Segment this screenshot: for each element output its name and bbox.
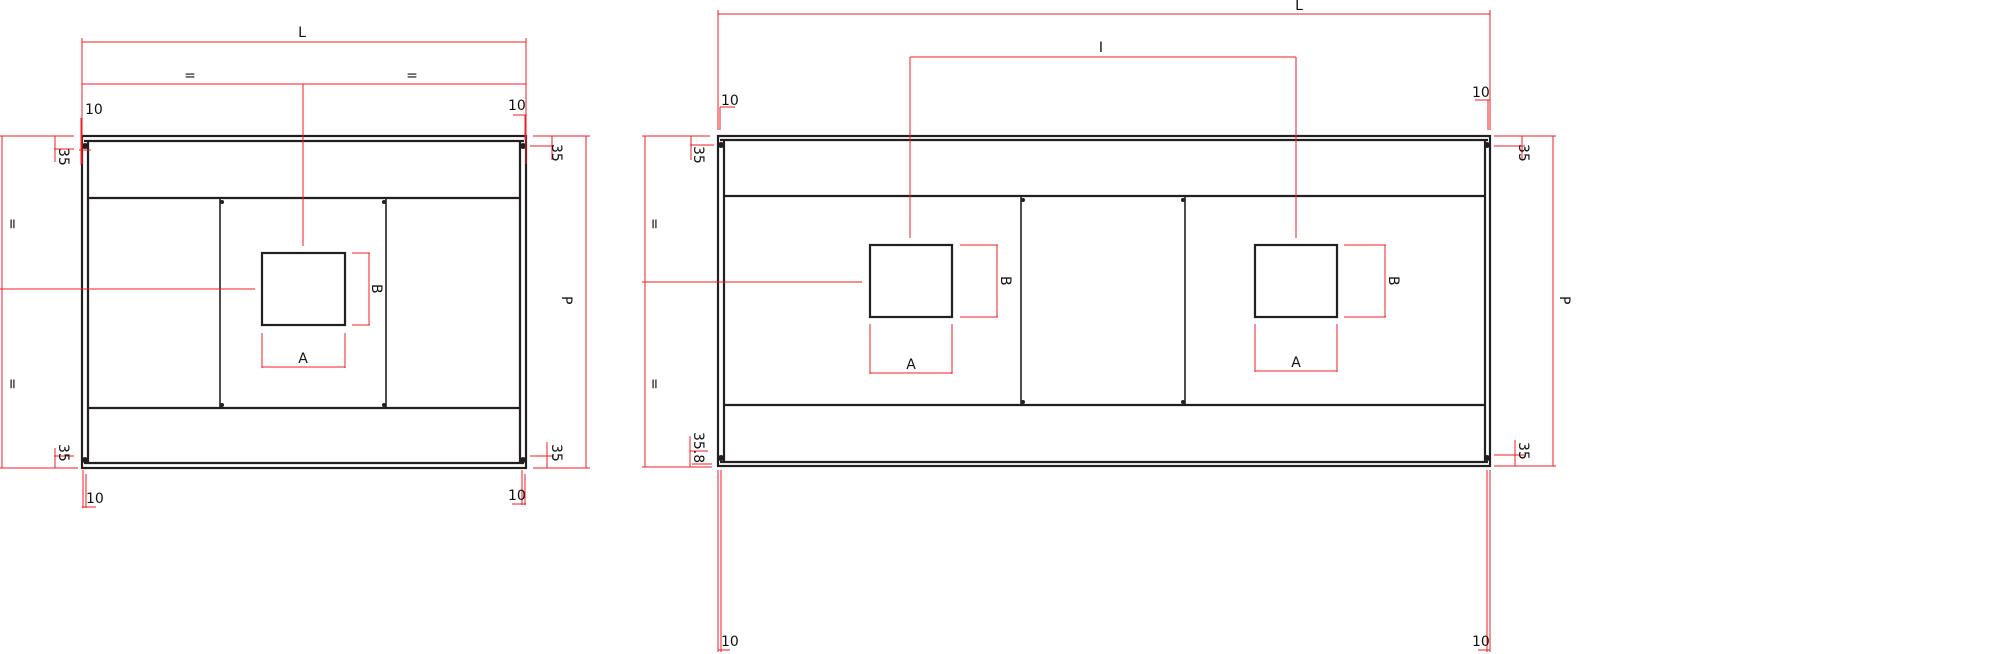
right-outer-frame [716, 134, 1492, 468]
dim-rail-label: 35 [1515, 442, 1531, 460]
left-outer-frame [80, 134, 528, 470]
right-dimensions: L I 10 10 10 10 = = 35 35.8 35 35 P B A [642, 0, 1572, 652]
dim-length-label: L [1295, 0, 1303, 14]
dim-equal-label: = [406, 68, 418, 84]
dim-equal-label: = [4, 378, 20, 390]
dim-rail-label: 35.8 [690, 432, 706, 463]
dim-offset-label: 10 [1472, 85, 1490, 101]
left-opening [260, 251, 347, 327]
dim-opening-width-label: A [1291, 355, 1301, 371]
dim-opening-width-label: A [298, 351, 308, 367]
dim-offset-label: 10 [508, 488, 526, 504]
left-dimensions: L = = 10 10 10 10 = = 35 35 35 35 P B A [0, 25, 590, 508]
dim-equal-label: = [4, 218, 20, 230]
dim-rail-label: 35 [1515, 144, 1531, 162]
dim-equal-label: = [646, 378, 662, 390]
right-frame-drawing [716, 134, 1492, 468]
right-opening-2 [1253, 243, 1339, 319]
dim-spacing-label: I [1099, 40, 1103, 56]
dim-rail-label: 35 [548, 444, 564, 462]
dim-length-label: L [298, 25, 306, 41]
dim-depth-label: P [1556, 296, 1572, 304]
right-opening-1 [868, 243, 954, 319]
dim-depth-label: P [558, 296, 574, 304]
dim-opening-height-label: B [997, 276, 1013, 286]
dim-offset-label: 10 [85, 102, 103, 118]
dim-offset-label: 10 [86, 491, 104, 507]
dim-offset-label: 10 [1472, 634, 1490, 650]
dim-offset-label: 10 [721, 634, 739, 650]
dim-opening-height-label: B [1385, 276, 1401, 286]
dim-offset-label: 10 [508, 98, 526, 114]
dim-offset-label: 10 [721, 93, 739, 109]
dim-rail-label: 35 [548, 144, 564, 162]
dim-equal-label: = [184, 68, 196, 84]
left-frame-drawing [80, 134, 528, 470]
dim-opening-height-label: B [368, 284, 384, 294]
dim-opening-width-label: A [906, 357, 916, 373]
dim-rail-label: 35 [55, 444, 71, 462]
dim-rail-label: 35 [55, 148, 71, 166]
dim-equal-label: = [646, 218, 662, 230]
dim-rail-label: 35 [690, 146, 706, 164]
